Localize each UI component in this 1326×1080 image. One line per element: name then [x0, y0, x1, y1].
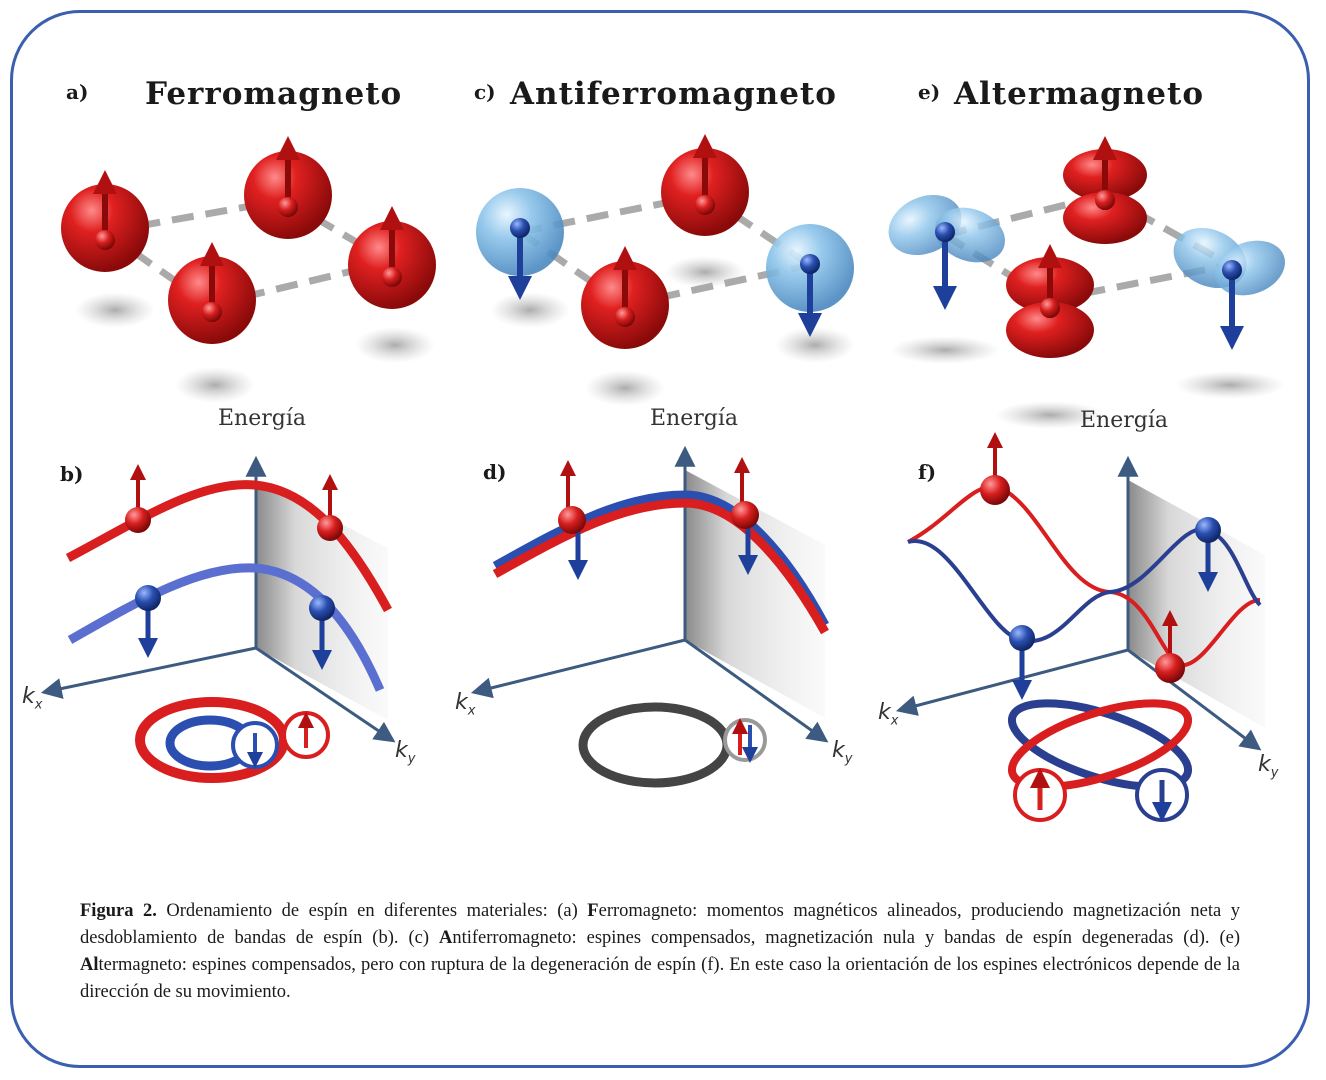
ky-axis-label: ky	[832, 738, 852, 766]
ky-axis-label: ky	[1258, 752, 1278, 780]
energy-axis-label: Energía	[1080, 408, 1168, 433]
spin-atom-up	[581, 258, 669, 349]
spin-orbital-down	[879, 184, 1013, 298]
spin-atom-up	[244, 148, 332, 239]
panel-letter-c: c)	[474, 80, 496, 104]
figure-caption: Figura 2. Ordenamiento de espín en difer…	[80, 898, 1240, 1006]
fermi-surface-altermagnet	[1003, 686, 1198, 820]
ferromagnet-bands	[45, 460, 392, 778]
energy-axis-label: Energía	[650, 406, 738, 431]
kx-axis-label: kx	[878, 700, 898, 728]
spin-orbital-up	[1006, 256, 1094, 358]
spin-atom-up	[661, 146, 749, 236]
altermagnet-lattice	[879, 148, 1293, 429]
altermagnet-bands	[900, 440, 1265, 820]
fermi-surface-split	[140, 702, 328, 778]
spin-atom-up	[61, 182, 149, 272]
spin-down-electron	[135, 585, 161, 648]
spin-up-electron	[980, 440, 1010, 505]
panel-letter-b: b)	[60, 462, 83, 486]
antiferromagnet-bands	[475, 450, 825, 783]
spin-atom-up	[348, 218, 436, 309]
fermi-surface-degenerate	[583, 707, 765, 783]
spin-orbital-down	[1164, 217, 1293, 338]
spin-atom-up	[168, 254, 256, 344]
panel-title-antiferromagneto: Antiferromagneto	[510, 76, 837, 112]
caption-label: Figura 2.	[80, 901, 157, 921]
panel-title-altermagneto: Altermagneto	[954, 76, 1204, 112]
kx-axis-label: kx	[22, 684, 42, 712]
panel-letter-f: f)	[918, 460, 936, 484]
panel-letter-e: e)	[918, 80, 940, 104]
spin-atom-down	[476, 188, 564, 288]
spin-atom-down	[766, 224, 854, 325]
panel-title-ferromagneto: Ferromagneto	[145, 76, 402, 112]
antiferromagnet-lattice	[476, 146, 855, 406]
panel-letter-d: d)	[483, 460, 506, 484]
ferromagnet-lattice	[61, 148, 436, 403]
spin-pair	[558, 468, 586, 570]
ky-axis-label: ky	[395, 738, 415, 766]
panel-letter-a: a)	[66, 80, 88, 104]
spin-up-electron	[125, 472, 151, 533]
energy-axis-label: Energía	[218, 406, 306, 431]
kx-axis-label: kx	[455, 690, 475, 718]
spin-orbital-up	[1063, 148, 1147, 244]
